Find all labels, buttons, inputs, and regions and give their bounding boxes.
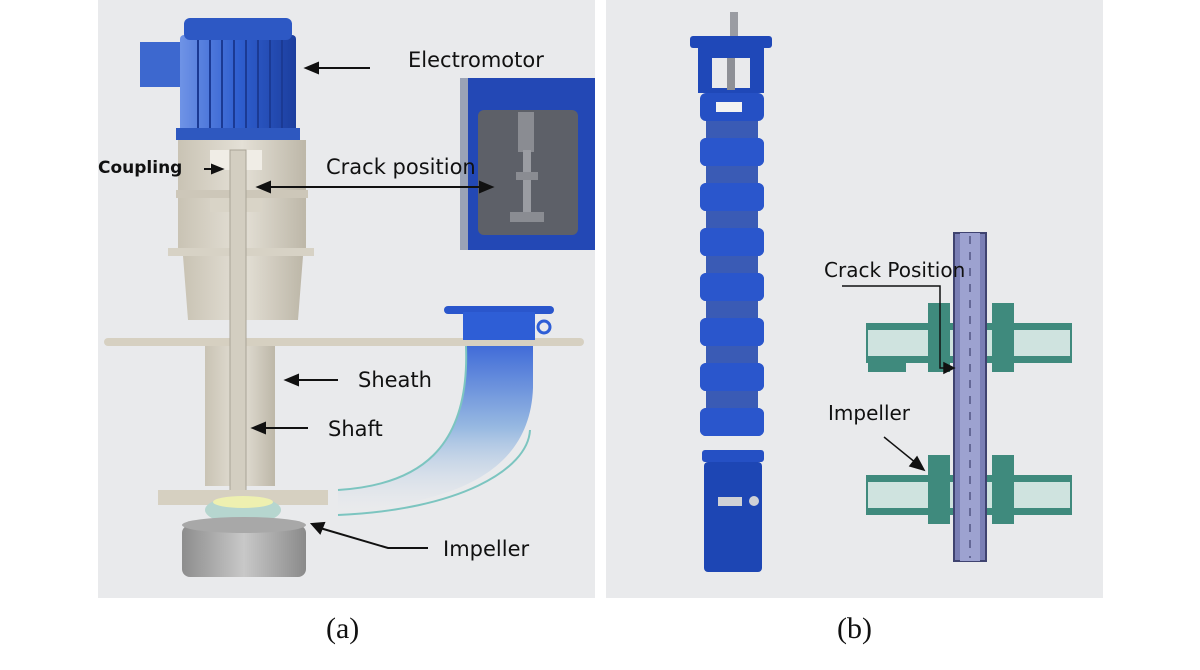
discharge-pipe xyxy=(337,306,554,516)
submersible-pump-illustration xyxy=(690,12,1072,572)
label-coupling: Coupling xyxy=(98,158,183,178)
panel-b-submersible-pump: Crack Position Impeller xyxy=(606,0,1103,598)
crack-position-inset xyxy=(460,78,595,250)
annotation-arrows xyxy=(204,61,495,549)
impeller xyxy=(182,517,306,577)
sump-pump-illustration xyxy=(104,18,595,577)
shaft xyxy=(953,232,987,562)
label-shaft: Shaft xyxy=(328,417,383,441)
label-impeller: Impeller xyxy=(443,537,530,561)
electromotor xyxy=(140,18,300,140)
label-electromotor: Electromotor xyxy=(408,48,544,72)
impeller-shaft-schematic xyxy=(842,232,1072,562)
caption-a: (a) xyxy=(326,612,360,645)
caption-b: (b) xyxy=(837,612,872,645)
label-crack-position: Crack position xyxy=(326,155,476,179)
label-impeller: Impeller xyxy=(828,401,911,425)
label-crack-position: Crack Position xyxy=(824,258,966,282)
multistage-pump-body xyxy=(690,12,772,572)
label-sheath: Sheath xyxy=(358,368,432,392)
panel-a-sump-pump: Electromotor Coupling Crack position She… xyxy=(98,0,595,598)
annotation-arrows xyxy=(842,285,956,472)
shaft xyxy=(229,149,247,521)
